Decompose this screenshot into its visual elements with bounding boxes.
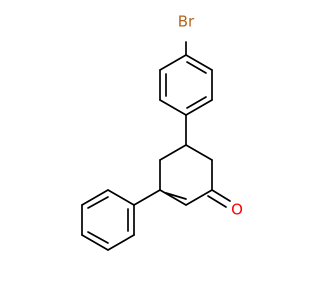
molecule-structure: Br O bbox=[81, 13, 243, 251]
bond bbox=[185, 189, 213, 206]
bromophenyl-ring bbox=[159, 41, 213, 116]
bond bbox=[159, 144, 187, 161]
phenyl-ring bbox=[81, 189, 135, 251]
bond bbox=[185, 54, 213, 71]
cyclohexenone-ring bbox=[159, 144, 213, 206]
bond bbox=[185, 144, 213, 161]
bond bbox=[159, 189, 187, 206]
bond bbox=[107, 234, 135, 251]
bond bbox=[186, 96, 207, 109]
bond bbox=[133, 189, 161, 206]
bond bbox=[185, 99, 213, 116]
bond bbox=[87, 231, 109, 244]
bond bbox=[211, 189, 231, 202]
bond bbox=[159, 99, 187, 116]
bond bbox=[87, 196, 109, 209]
bond bbox=[165, 192, 187, 200]
bond bbox=[186, 61, 207, 74]
bromine-atom-label: Br bbox=[178, 13, 195, 31]
bond bbox=[107, 189, 135, 206]
bond bbox=[81, 189, 109, 206]
oxygen-atom-label: O bbox=[231, 201, 243, 219]
molecule-canvas: Br O bbox=[81, 12, 243, 251]
bond bbox=[81, 234, 109, 251]
bond bbox=[159, 54, 187, 71]
bond bbox=[207, 195, 227, 208]
